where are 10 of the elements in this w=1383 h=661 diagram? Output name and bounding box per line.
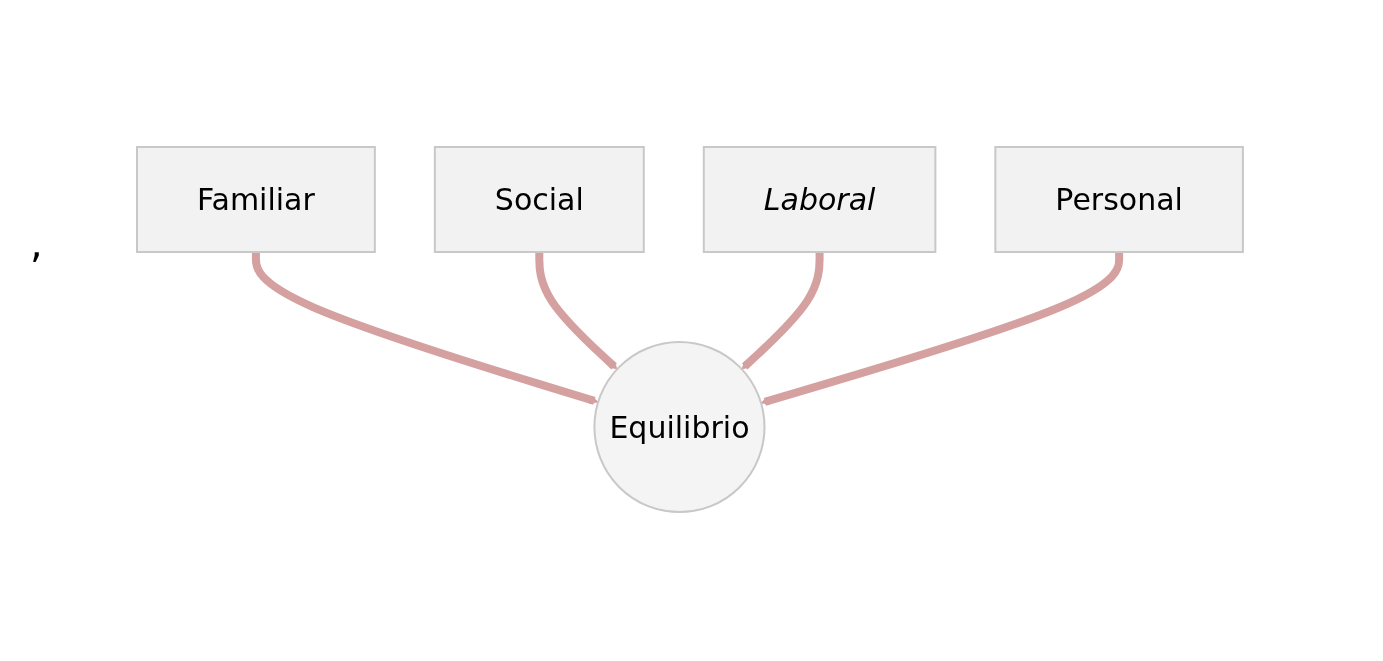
node-box: Personal [994, 146, 1244, 254]
arrow [535, 252, 618, 371]
node-box: Laboral [702, 146, 937, 254]
arrow [251, 252, 599, 406]
note-text: , [30, 220, 43, 266]
node-box: Familiar [136, 146, 376, 254]
arrow [760, 252, 1124, 407]
node-box: Social [433, 146, 645, 254]
node-circle: Equilibrio [593, 341, 766, 514]
arrow [741, 252, 824, 371]
